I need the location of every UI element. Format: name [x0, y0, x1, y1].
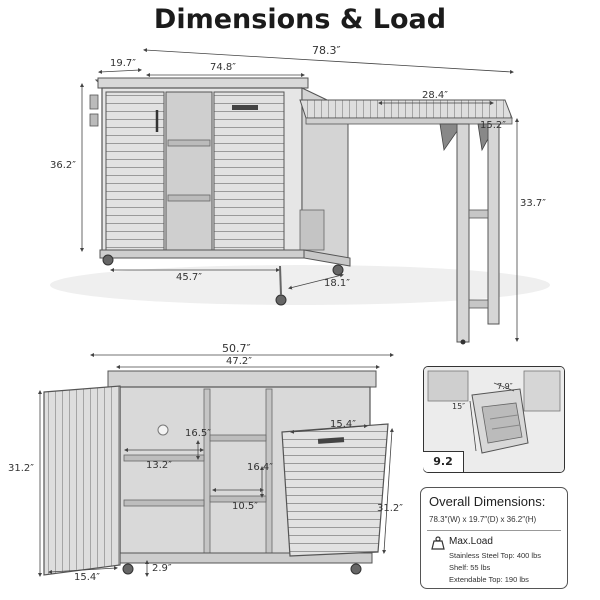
overall-dimensions-panel: Overall Dimensions: 78.3″(W) x 19.7″(D) … — [420, 487, 568, 589]
inset-dim-b: 15″ — [452, 402, 466, 411]
dim-total-width: 78.3″ — [312, 44, 341, 57]
inset-dim-a: 7.9″ — [497, 382, 513, 391]
dim-middle-width: 10.5″ — [232, 501, 259, 512]
load-item-steel-top: Stainless Steel Top: 400 lbs — [449, 551, 542, 560]
front-dimension-lines — [38, 353, 394, 577]
dim-shelf-width: 13.2″ — [146, 460, 173, 471]
max-load-list: Stainless Steel Top: 400 lbs Shelf: 55 l… — [449, 550, 541, 586]
dim-bottom-depth: 18.1″ — [324, 278, 351, 289]
dim-door-height: 31.2″ — [377, 503, 404, 514]
dim-table-height: 33.7″ — [520, 198, 547, 209]
weight-icon — [431, 536, 445, 550]
dim-bin-width: 15.4″ — [330, 419, 357, 430]
dim-door-width: 15.4″ — [74, 572, 101, 583]
dim-height: 36.2″ — [50, 160, 77, 171]
dim-bottom-width: 45.7″ — [176, 272, 203, 283]
overall-dimensions-heading: Overall Dimensions: — [429, 494, 546, 509]
page-title: Dimensions & Load — [153, 4, 447, 35]
dim-body-width: 74.8″ — [210, 62, 237, 73]
load-item-extendable-top: Extendable Top: 190 lbs — [449, 575, 529, 584]
cart-with-table-drawing — [50, 77, 550, 345]
panel-divider — [427, 530, 561, 531]
cart-front-drawing — [43, 370, 389, 576]
dim-table-depth: 15.2″ — [480, 120, 507, 131]
max-load-heading: Max.Load — [449, 536, 493, 547]
dim-table-width: 28.4″ — [422, 90, 449, 101]
load-item-shelf: Shelf: 55 lbs — [449, 563, 491, 572]
dim-front-height: 31.2″ — [8, 463, 35, 474]
dim-shelf-height: 16.5″ — [185, 428, 212, 439]
dim-front-inner-width: 47.2″ — [226, 356, 253, 367]
inset-label: 9.2 — [423, 451, 464, 472]
dim-depth: 19.7″ — [110, 58, 137, 69]
overall-dimensions-value: 78.3″(W) x 19.7″(D) x 36.2″(H) — [429, 515, 537, 524]
dim-front-top-width: 50.7″ — [222, 342, 251, 355]
dim-middle-height: 16.4″ — [247, 462, 274, 473]
dim-clearance: 2.9″ — [152, 563, 172, 574]
top-dimension-lines — [80, 48, 519, 342]
